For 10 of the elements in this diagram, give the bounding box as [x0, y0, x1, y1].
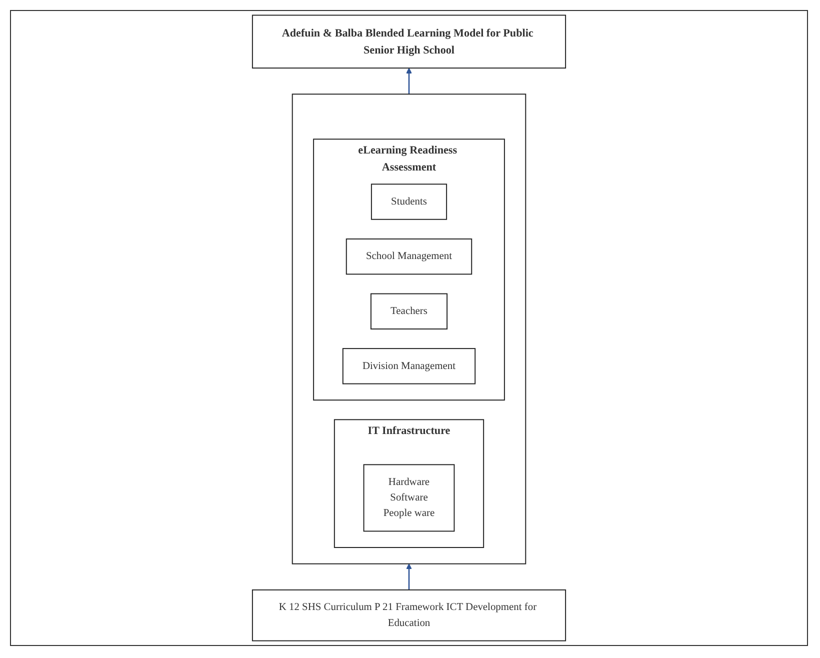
- node-box: K 12 SHS Curriculum P 21 Framework ICT Development for Education: [252, 589, 566, 642]
- node-box: Adefuin & Balba Blended Learning Model for Public Senior High School: [252, 14, 566, 69]
- node-box: School Management: [346, 238, 472, 275]
- cluster: [292, 94, 526, 564]
- node-box: Division Management: [342, 348, 476, 384]
- arrow: [406, 68, 412, 94]
- node-box: Teachers: [370, 293, 448, 330]
- arrow: [406, 564, 412, 590]
- node-box: Students: [370, 184, 448, 220]
- node-box: Hardware Software People ware: [363, 464, 455, 532]
